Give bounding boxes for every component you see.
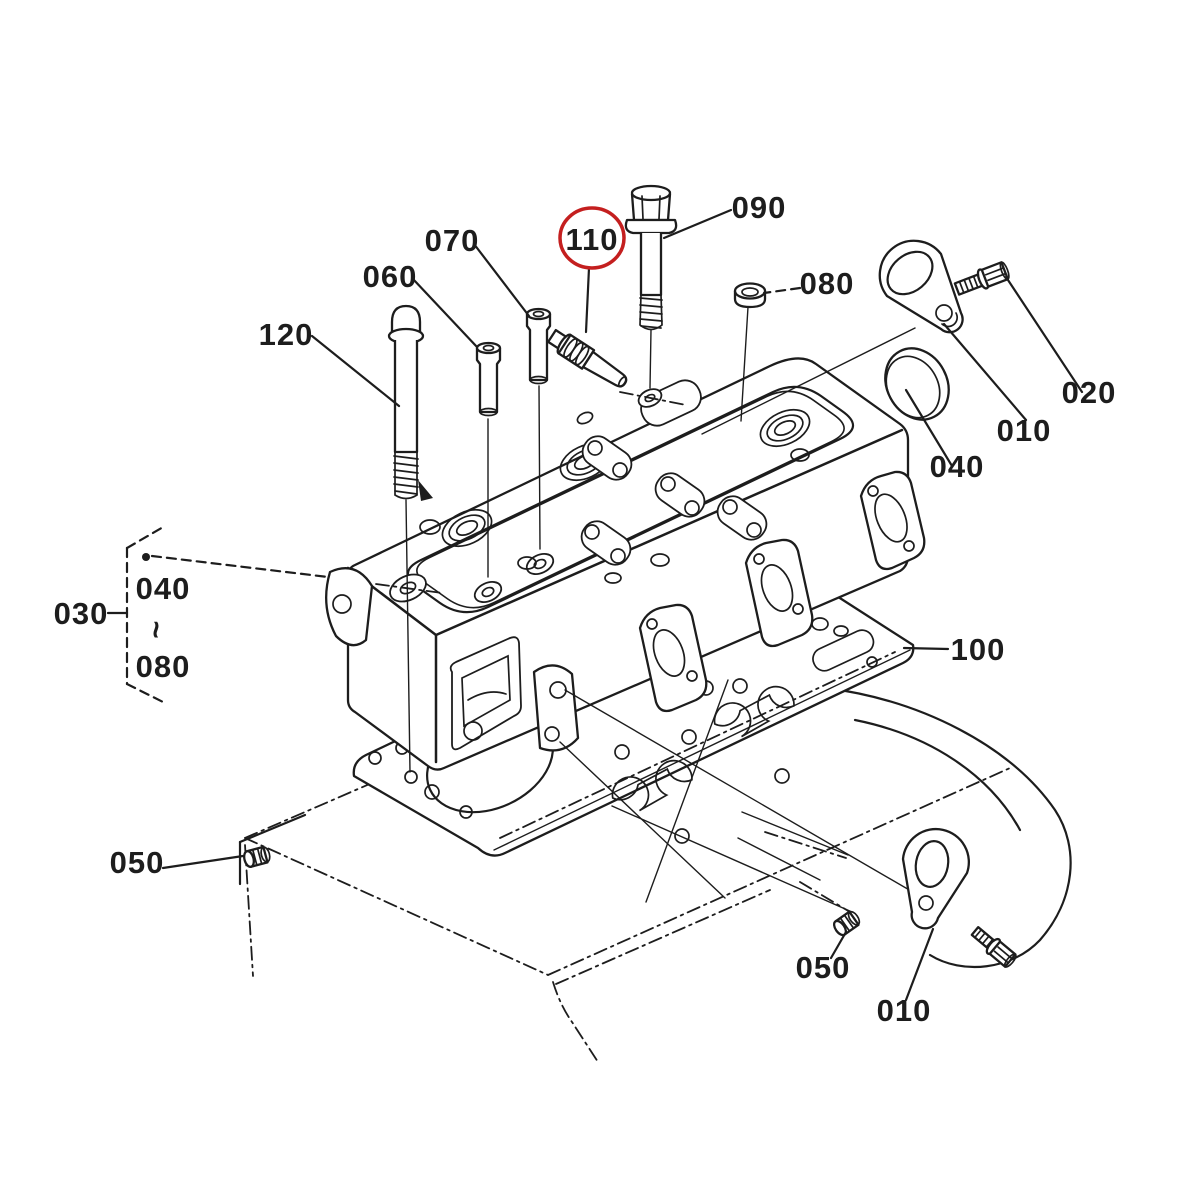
stud-bolt-120 [387, 304, 425, 500]
label-050-left: 050 [110, 845, 165, 880]
label-020: 020 [1062, 375, 1117, 410]
thermo-sensor-110 [547, 328, 628, 388]
oval-cover-040 [884, 347, 950, 421]
label-010-top: 010 [997, 413, 1052, 448]
callout-labels: 120 060 070 110 090 080 020 010 040 030 … [54, 190, 1117, 1028]
flange-bolt-020 [953, 261, 1010, 296]
projection-lines [405, 306, 931, 913]
side-window [449, 636, 522, 751]
bracket-030 [106, 524, 330, 705]
label-030-range-tilde: ~ [139, 620, 174, 639]
head-left-lug [325, 567, 374, 647]
plug-050-left [243, 845, 271, 868]
lifting-eye-010-top [878, 239, 964, 334]
head-bolt-090 [624, 184, 678, 331]
valve-guide-070 [525, 307, 552, 385]
plug-050-bottom [832, 910, 861, 937]
highlight-circle-110 [558, 206, 626, 270]
label-050-bottom: 050 [796, 950, 851, 985]
rocker-pedestals [580, 435, 768, 566]
label-120: 120 [259, 317, 314, 352]
label-010-bottom: 010 [877, 993, 932, 1028]
label-110: 110 [565, 222, 618, 257]
deck-holes [419, 448, 810, 584]
cup-plug-080 [733, 282, 767, 309]
label-030-range-to: 080 [136, 649, 191, 684]
valve-guide-060 [475, 341, 502, 417]
label-070: 070 [425, 223, 480, 258]
leader-lines [106, 208, 1084, 1002]
lifting-eye-010-bottom [901, 828, 970, 930]
front-lug [532, 664, 580, 752]
cylinder-head [325, 357, 926, 771]
manifold-flanges [638, 470, 926, 713]
label-100: 100 [951, 632, 1006, 667]
flange-bolt-bottom [970, 926, 1017, 968]
label-040-top: 040 [930, 449, 985, 484]
label-030-range-from: 040 [136, 571, 191, 606]
label-030: 030 [54, 596, 109, 631]
label-080: 080 [800, 266, 855, 301]
label-060: 060 [363, 259, 418, 294]
label-090: 090 [732, 190, 787, 225]
gasket-bolt-holes [368, 617, 878, 844]
